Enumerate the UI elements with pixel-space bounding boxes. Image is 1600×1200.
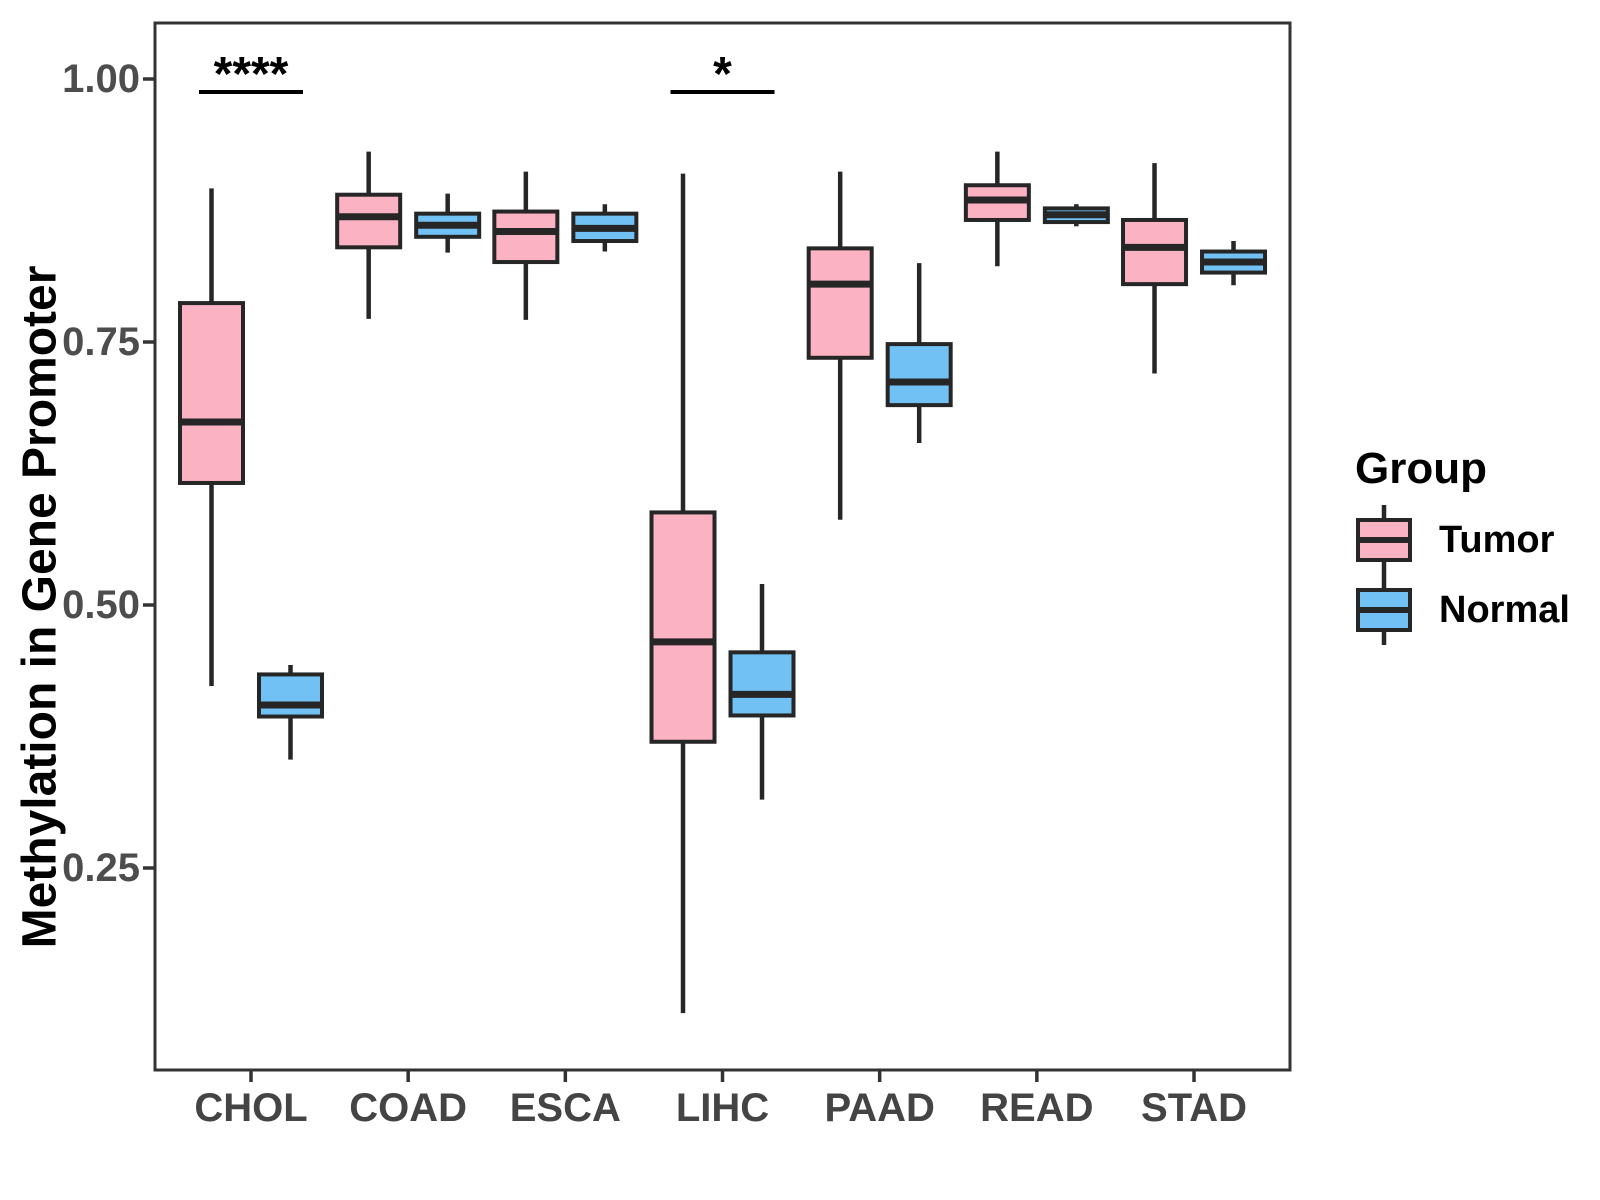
box-tumor-esca	[492, 209, 560, 265]
legend-label-normal: Normal	[1439, 588, 1570, 631]
legend-key-tumor-boxplot-icon	[1356, 505, 1412, 575]
box-tumor-lihc	[649, 510, 717, 744]
legend-title: Group	[1355, 444, 1487, 493]
legend-item-normal: Normal	[1355, 575, 1570, 645]
legend-key-normal-boxplot-icon	[1356, 575, 1412, 645]
x-tick-label-chol: CHOL	[194, 1086, 308, 1130]
box-tumor-paad	[806, 246, 874, 360]
x-tick-label-lihc: LIHC	[675, 1086, 770, 1130]
box-normal-paad	[885, 342, 953, 408]
y-tick-label-0.75: 0.75	[62, 320, 140, 364]
x-tick-label-read: READ	[980, 1086, 1094, 1130]
y-tick-label-0.50: 0.50	[62, 583, 140, 627]
box-tumor-coad	[335, 192, 403, 250]
box-tumor-stad	[1121, 217, 1189, 287]
box-tumor-chol	[178, 301, 245, 485]
y-tick-label-1.00: 1.00	[62, 57, 140, 101]
x-tick-label-paad: PAAD	[824, 1086, 935, 1130]
box-normal-lihc	[728, 650, 796, 718]
legend-item-tumor: Tumor	[1355, 505, 1570, 575]
x-tick-label-coad: COAD	[349, 1086, 468, 1130]
significance-stars-lihc: *	[713, 48, 732, 101]
legend-label-tumor: Tumor	[1439, 518, 1555, 561]
y-tick-label-0.25: 0.25	[62, 846, 140, 890]
significance-stars-chol: ****	[214, 48, 289, 101]
x-tick-label-stad: STAD	[1141, 1086, 1247, 1130]
box-normal-chol	[257, 672, 324, 719]
panel-border	[153, 21, 1292, 1072]
x-tick-label-esca: ESCA	[509, 1086, 621, 1130]
